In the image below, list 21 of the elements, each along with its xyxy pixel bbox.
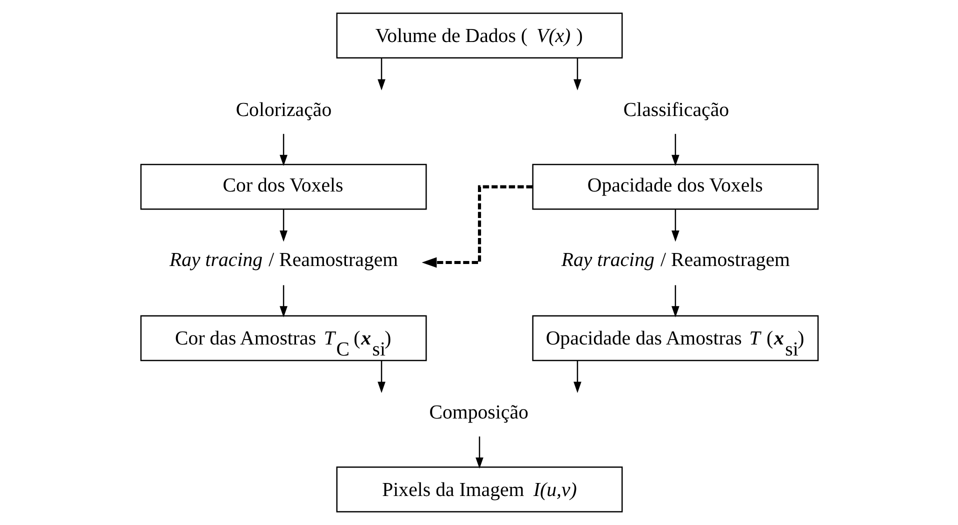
arrow [671,210,679,242]
arrow [279,285,287,318]
node-box: Cor dos Voxels [140,164,426,210]
node-text: Ray tracing / Reamostragem [168,248,398,271]
arrow [475,436,483,469]
arrow [421,185,532,268]
node-text: Ray tracing / Reamostragem [560,248,790,271]
arrow [279,134,287,166]
arrow [279,210,287,242]
arrow [573,58,581,90]
node-box: Pixels da Imagem I(u,v) [336,466,622,512]
node-text: Classificação [622,98,729,121]
arrow [671,134,679,166]
node-box: Volume de Dados ( V(x) ) [336,12,622,58]
node-text: Colorização [235,98,332,121]
arrow [573,360,581,393]
arrow [671,285,679,318]
arrow [377,360,385,393]
node-text: Composição [428,402,528,424]
node-box: Opacidade dos Voxels [532,164,818,210]
arrow [377,58,385,90]
